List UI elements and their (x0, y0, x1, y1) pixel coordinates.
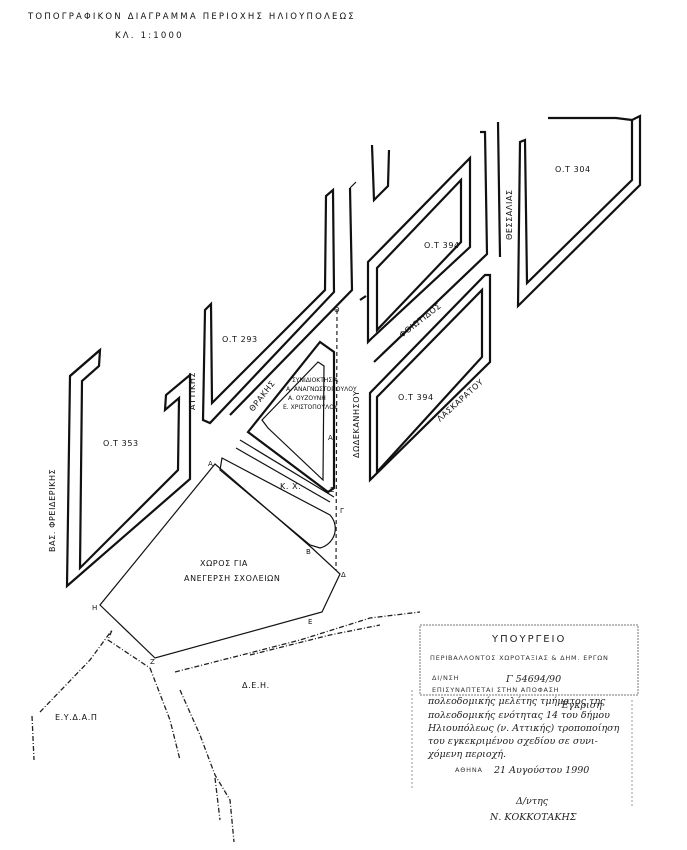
stamp-small-line2: ΕΠΙΣΥΝΑΠΤΕΤΑΙ ΣΤΗΝ ΑΠΟΦΑΣΗ (432, 686, 559, 694)
school-area-label-1: ΧΩΡΟΣ ΓΙΑ (200, 559, 248, 568)
joint-ownership-label-1: ΣΥΝΙΔΙΟΚΤΗΣΙΑ (292, 377, 339, 384)
point-th: Θ (334, 306, 340, 314)
stamp-text-line-4: του εγκεκριμένου σχεδίου σε συνι- (428, 736, 598, 747)
map-scale: ΚΛ. 1:1000 (115, 31, 184, 41)
kx-label: Κ. Χ. (280, 482, 301, 491)
street-label-thrakis: ΘΡΑΚΗΣ (247, 379, 277, 413)
eydap-label: Ε.Υ.Δ.Α.Π (55, 713, 97, 722)
block-ot-353-outline (65, 347, 192, 589)
stamp-small-left: ΔΙ/ΝΣΗ (432, 674, 459, 682)
joint-ownership-label-4: Ε. ΧΡΙΣΤΟΠΟΥΛΟΥ (283, 404, 338, 411)
block-label-ot-394-upper: Ο.Τ 394 (424, 241, 460, 250)
point-e: Ε (308, 618, 312, 626)
block-ot-304-outline (496, 114, 642, 309)
school-area-label-2: ΑΝΕΓΕΡΣΗ ΣΧΟΛΕΙΩΝ (184, 574, 280, 583)
stamp-text-line-2: πολεοδομικής ενότητας 14 του δήμου (427, 710, 610, 721)
block-ot-394-upper-outline (366, 130, 489, 363)
block-label-ot-304: Ο.Τ 304 (555, 165, 591, 174)
joint-ownership-parcel (235, 340, 336, 503)
point-b: Β (306, 548, 311, 556)
block-ot-394-lower-outline (368, 273, 492, 483)
block-ot-293-outline (201, 181, 357, 425)
point-h: Η (92, 604, 97, 612)
dei-label: Δ.Ε.Η. (242, 681, 270, 690)
school-area-parcel (99, 463, 341, 659)
stamp-text-line-1: πολεοδομικής μελέτης τμήματος της (427, 696, 606, 707)
joint-ownership-label-3: Α. ΟΥΖΟΥΝΗ (288, 395, 326, 402)
street-label-frideriki: ΒΑΣ. ΦΡΕΙΔΕΡΙΚΗΣ (48, 469, 57, 552)
point-g: Γ (340, 507, 344, 515)
block-label-ot-293: Ο.Τ 293 (222, 335, 258, 344)
point-z: Ζ (150, 658, 155, 666)
stamp-signature: Δ/ντης (515, 796, 549, 807)
kx-strip (219, 457, 336, 549)
dotdash-boundaries (31, 611, 421, 843)
stamp-ministry: ΠΕΡΙΒΑΛΛΟΝΤΟΣ ΧΩΡΟΤΑΞΙΑΣ & ΔΗΜ. ΕΡΓΩΝ (430, 654, 609, 662)
block-label-ot-394-lower: Ο.Τ 394 (398, 393, 434, 402)
stamp-approval: Έγκριση (560, 700, 602, 711)
stamp-date-prefix: ΑΘΗΝΑ (455, 766, 483, 774)
point-e2: Ε (330, 486, 334, 494)
approval-stamp: ΥΠΟΥΡΓΕΙΟ ΠΕΡΙΒΑΛΛΟΝΤΟΣ ΧΩΡΟΤΑΞΙΑΣ & ΔΗΜ… (411, 624, 639, 823)
block-label-ot-353: Ο.Τ 353 (103, 439, 139, 448)
street-lines-center (359, 295, 367, 301)
dashed-boundary (335, 309, 338, 571)
stamp-heading: ΥΠΟΥΡΓΕΙΟ (491, 634, 566, 645)
stamp-text-line-3: Ηλιουπόλεως (ν. Αττικής) τροποποίηση (427, 723, 620, 734)
point-a: Α (208, 460, 213, 468)
stamp-protocol: Γ 54694/90 (505, 674, 561, 685)
street-label-attikis: ΑΤΤΙΚΗΣ (188, 372, 197, 410)
stamp-signer: Ν. ΚΟΚΚΟΤΑΚΗΣ (489, 812, 577, 823)
point-d: Δ (341, 571, 346, 579)
joint-ownership-label-2: Α. ΑΝΑΓΝΩΣΤΟΠΟΥΛΟΥ (286, 386, 357, 393)
street-label-thessalias: ΘΕΣΣΑΛΙΑΣ (505, 189, 514, 240)
stamp-text-line-5: χόμενη περιοχή. (427, 749, 506, 760)
map-title: ΤΟΠΟΓΡΑΦΙΚΟΝ ΔΙΑΓΡΑΜΜΑ ΠΕΡΙΟΧΗΣ ΗΛΙΟΥΠΟΛ… (27, 12, 356, 22)
point-a2: Α (328, 434, 333, 442)
stamp-date: 21 Αυγούστου 1990 (493, 765, 589, 776)
street-label-dodekanisou: ΔΩΔΕΚΑΝΗΣΟΥ (352, 390, 361, 458)
